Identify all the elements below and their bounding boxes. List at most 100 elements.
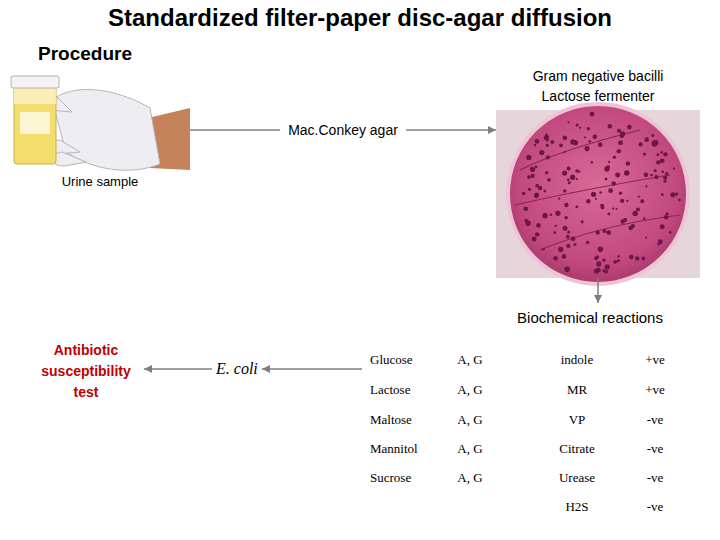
flow-arrow bbox=[144, 368, 212, 370]
colony bbox=[645, 185, 647, 187]
table-cell: A, G bbox=[457, 352, 482, 368]
colony bbox=[664, 215, 669, 220]
colony bbox=[568, 181, 571, 184]
colony bbox=[527, 175, 531, 179]
colony bbox=[546, 155, 550, 159]
colony bbox=[638, 196, 640, 198]
cup-lid bbox=[11, 76, 59, 88]
table-cell: Maltose bbox=[370, 412, 412, 428]
table-cell: VP bbox=[569, 412, 586, 428]
colony bbox=[617, 259, 620, 262]
table-cell: -ve bbox=[647, 412, 664, 428]
colony bbox=[644, 173, 649, 178]
colony bbox=[534, 144, 537, 147]
colony bbox=[596, 231, 600, 235]
colony bbox=[669, 231, 672, 234]
colony bbox=[660, 224, 665, 229]
colony bbox=[656, 153, 659, 156]
table-cell: Urease bbox=[559, 470, 595, 486]
colony bbox=[546, 139, 549, 142]
colony bbox=[646, 137, 649, 140]
node-text: Antibiotic susceptibility test bbox=[31, 340, 141, 403]
colony bbox=[575, 169, 579, 173]
colony bbox=[598, 247, 604, 253]
colony bbox=[550, 140, 554, 144]
colony bbox=[590, 112, 595, 117]
colony bbox=[532, 237, 537, 242]
colony bbox=[604, 264, 610, 270]
streak bbox=[520, 130, 640, 170]
colony bbox=[564, 216, 567, 219]
colony bbox=[624, 170, 629, 175]
colony bbox=[660, 158, 665, 163]
agar-plate-photo bbox=[496, 104, 700, 284]
colony bbox=[617, 255, 619, 257]
colony bbox=[584, 137, 586, 139]
colony bbox=[545, 171, 548, 174]
colony bbox=[665, 172, 669, 176]
colony bbox=[652, 140, 658, 146]
streak bbox=[515, 175, 670, 205]
colony bbox=[606, 230, 611, 235]
colony bbox=[654, 169, 657, 172]
agar-plate bbox=[508, 104, 688, 284]
table-cell: A, G bbox=[457, 382, 482, 398]
colony bbox=[544, 190, 547, 193]
sample-node: Urine sample bbox=[10, 66, 190, 194]
colony bbox=[584, 146, 589, 151]
colony bbox=[576, 124, 579, 127]
colony bbox=[586, 241, 590, 245]
colony bbox=[618, 140, 623, 145]
colony bbox=[523, 206, 528, 211]
colony bbox=[596, 261, 601, 266]
colony bbox=[673, 167, 675, 169]
colony bbox=[662, 170, 665, 173]
colony bbox=[564, 267, 570, 273]
flow-arrow bbox=[597, 278, 599, 303]
colony bbox=[566, 235, 570, 239]
colony bbox=[549, 213, 552, 216]
colony bbox=[640, 199, 644, 203]
colony bbox=[576, 178, 578, 180]
colony bbox=[617, 149, 621, 153]
colony bbox=[641, 257, 645, 261]
colony bbox=[599, 191, 601, 193]
table-cell: A, G bbox=[457, 441, 482, 457]
colony bbox=[562, 226, 567, 231]
colony bbox=[675, 193, 678, 196]
colony bbox=[588, 140, 591, 143]
colony bbox=[629, 255, 634, 260]
colony bbox=[564, 203, 568, 207]
colony bbox=[607, 124, 612, 129]
colony bbox=[535, 232, 539, 236]
table-cell: Lactose bbox=[370, 382, 410, 398]
table-cell: Sucrose bbox=[370, 470, 411, 486]
colony bbox=[595, 198, 597, 200]
colony bbox=[534, 194, 539, 199]
colony bbox=[570, 139, 575, 144]
table-cell: indole bbox=[561, 352, 594, 368]
node-text: E. coli bbox=[216, 360, 258, 378]
colony bbox=[581, 220, 584, 223]
test-node: Antibiotic susceptibility test bbox=[28, 338, 144, 405]
colony bbox=[619, 191, 622, 194]
table-cell: H2S bbox=[565, 499, 588, 515]
colony bbox=[608, 188, 613, 193]
colony bbox=[635, 256, 639, 260]
colony bbox=[555, 211, 560, 216]
colony bbox=[658, 239, 663, 244]
colony bbox=[632, 211, 637, 216]
node-text: Biochemical reactions bbox=[480, 309, 700, 327]
colony bbox=[666, 212, 669, 215]
cup-headspace bbox=[14, 86, 56, 104]
colony bbox=[524, 219, 528, 223]
colony bbox=[663, 180, 666, 183]
colony bbox=[616, 173, 619, 176]
colony bbox=[553, 256, 558, 261]
colony bbox=[602, 229, 606, 233]
colony bbox=[607, 213, 610, 216]
colony bbox=[593, 134, 597, 138]
colony bbox=[661, 193, 664, 196]
colony bbox=[562, 254, 567, 259]
